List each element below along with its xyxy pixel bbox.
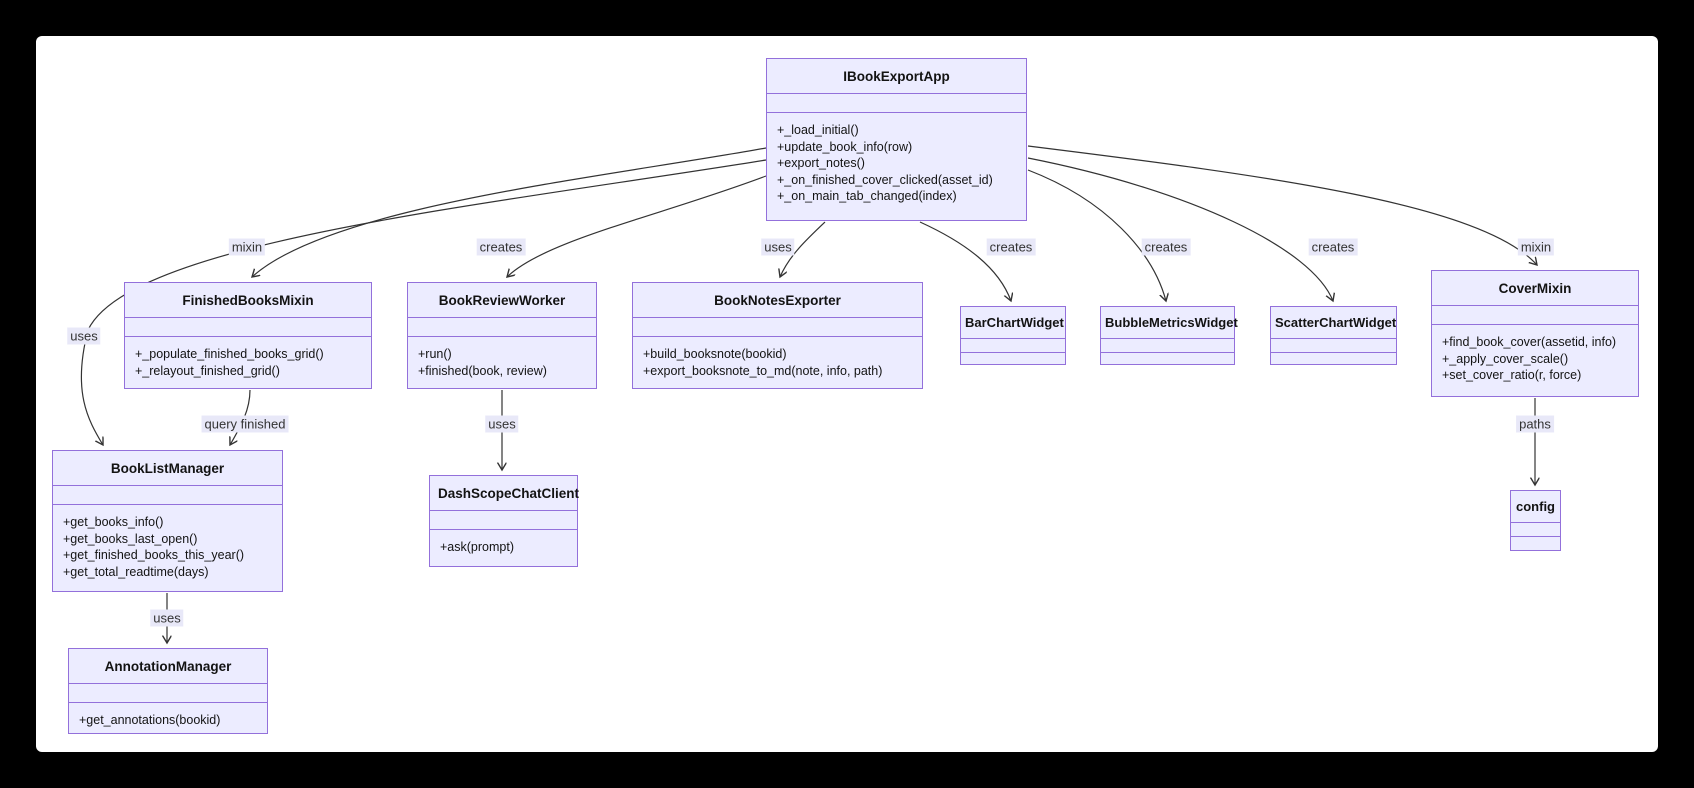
class-methods-compartment xyxy=(1101,353,1234,366)
class-methods-compartment: +find_book_cover(assetid, info) +_apply_c… xyxy=(1432,325,1638,396)
class-method: +set_cover_ratio(r, force) xyxy=(1442,368,1582,383)
class-book-review-worker: BookReviewWorker +run() +finished(book, re… xyxy=(407,282,597,389)
class-method: +_populate_finished_books_grid() xyxy=(135,347,324,361)
class-title: BookReviewWorker xyxy=(408,283,596,318)
edge-label-app-creates-scatterchartwidget: creates xyxy=(1308,238,1358,256)
edge-label-covermixin-paths-config: paths xyxy=(1516,415,1554,433)
edge-label-app-mixin-finishedbooksmixin: mixin xyxy=(228,238,266,256)
class-attributes-compartment xyxy=(53,486,282,505)
class-attributes-compartment xyxy=(961,339,1065,353)
edge-label-app-creates-bookreviewworker: creates xyxy=(476,238,526,256)
class-title: BarChartWidget xyxy=(961,307,1065,339)
class-method: +_relayout_finished_grid() xyxy=(135,363,280,378)
class-method: +get_total_readtime(days) xyxy=(63,564,209,579)
class-methods-compartment: +run() +finished(book, review) xyxy=(408,337,596,388)
class-bubble-metrics-widget: BubbleMetricsWidget xyxy=(1100,306,1238,366)
class-book-list-manager: BookListManager+get_books_info()+get_boo… xyxy=(52,450,283,592)
class-method: +finished(book, review) xyxy=(418,363,547,378)
class-attributes-compartment xyxy=(1271,339,1396,353)
class-attributes-compartment xyxy=(1101,339,1234,353)
class-method: +build_booksnote(bookid) xyxy=(643,347,787,361)
class-methods-compartment: +get_annotations(bookid) xyxy=(69,703,267,735)
class-method: +get_finished_books_this_year() xyxy=(63,548,245,563)
class-attributes-compartment xyxy=(633,318,922,337)
class-method: +_apply_cover_scale() xyxy=(1442,351,1569,366)
class-title: CoverMixin xyxy=(1432,271,1638,306)
class-title: BookListManager xyxy=(53,451,282,486)
class-title: FinishedBooksMixin xyxy=(125,283,371,318)
class-title: ScatterChartWidget xyxy=(1271,307,1396,339)
class-method: +get_annotations(bookid) xyxy=(79,713,221,727)
class-book-notes-exporter: BookNotesExporter +build_booksnote(bookid… xyxy=(632,282,923,389)
class-title: config xyxy=(1511,491,1560,523)
class-attributes-compartment xyxy=(1432,306,1638,325)
class-scatter-chart-widget: ScatterChartWidget xyxy=(1270,306,1397,365)
edge-label-app-creates-barchartwidget: creates xyxy=(986,238,1036,256)
class-methods-compartment: +get_books_info() +get_books_last_open() +… xyxy=(53,505,282,591)
class-method: +get_books_info() xyxy=(63,515,164,529)
class-attributes-compartment xyxy=(767,94,1026,113)
class-title: IBookExportApp xyxy=(767,59,1026,94)
edge-label-finishedbooksmixin-queryfinished-booklistmanager: query finished xyxy=(201,415,289,433)
class-method: +_load_initial() xyxy=(777,123,859,137)
class-attributes-compartment xyxy=(430,511,577,530)
class-method: +export_notes() xyxy=(777,156,865,171)
class-method: +ask(prompt) xyxy=(440,540,514,554)
edge-label-app-uses-booklistmanager: uses xyxy=(67,327,101,345)
class-bar-chart-widget: BarChartWidget xyxy=(960,306,1066,365)
class-title: BubbleMetricsWidget xyxy=(1101,307,1238,339)
class-finished-books-mixin: FinishedBooksMixin +_populate_finished_bo… xyxy=(124,282,372,389)
edge-label-bookreviewworker-uses-dashscopechatclient: uses xyxy=(485,415,519,433)
class-methods-compartment: +build_booksnote(bookid) +export_booksnot… xyxy=(633,337,922,388)
class-ibook-export-app: IBookExportApp +_load_initial() +update_bo… xyxy=(766,58,1027,221)
class-attributes-compartment xyxy=(1511,523,1560,537)
edge-label-app-mixin-covermixin: mixin xyxy=(1517,238,1555,256)
class-method: +run() xyxy=(418,347,452,361)
class-methods-compartment: +_load_initial() +update_book_info(row) +e… xyxy=(767,113,1026,220)
class-methods-compartment: +_populate_finished_books_grid() +_relayo… xyxy=(125,337,371,388)
class-attributes-compartment xyxy=(125,318,371,337)
class-title: AnnotationManager xyxy=(69,649,267,684)
class-attributes-compartment xyxy=(408,318,596,337)
class-title: DashScopeChatClient xyxy=(430,476,579,511)
class-method: +update_book_info(row) xyxy=(777,139,913,154)
class-dash-scope-chat-client: DashScopeChatClient +ask(prompt) xyxy=(429,475,579,567)
class-method: +export_booksnote_to_md(note, info, path… xyxy=(643,363,883,378)
class-method: +_on_main_tab_changed(index) xyxy=(777,189,957,204)
edge-label-app-uses-booknotesexporter: uses xyxy=(761,238,795,256)
class-title: BookNotesExporter xyxy=(633,283,922,318)
class-cover-mixin: CoverMixin +find_book_cover(assetid, info… xyxy=(1431,270,1639,397)
class-methods-compartment: +ask(prompt) xyxy=(430,530,577,566)
class-annotation-manager: AnnotationManager +get_annotations(bookid… xyxy=(68,648,268,734)
class-method: +_on_finished_cover_clicked(asset_id) xyxy=(777,172,993,187)
class-attributes-compartment xyxy=(69,684,267,703)
class-methods-compartment xyxy=(1271,353,1396,366)
edge-label-app-creates-bubblemetricswidget: creates xyxy=(1141,238,1191,256)
class-config: config xyxy=(1510,490,1561,551)
class-methods-compartment xyxy=(961,353,1065,366)
class-methods-compartment xyxy=(1511,537,1560,550)
class-method: +find_book_cover(assetid, info) xyxy=(1442,335,1617,349)
edge-label-booklistmanager-uses-annotationmanager: uses xyxy=(150,609,184,627)
class-method: +get_books_last_open() xyxy=(63,531,198,546)
